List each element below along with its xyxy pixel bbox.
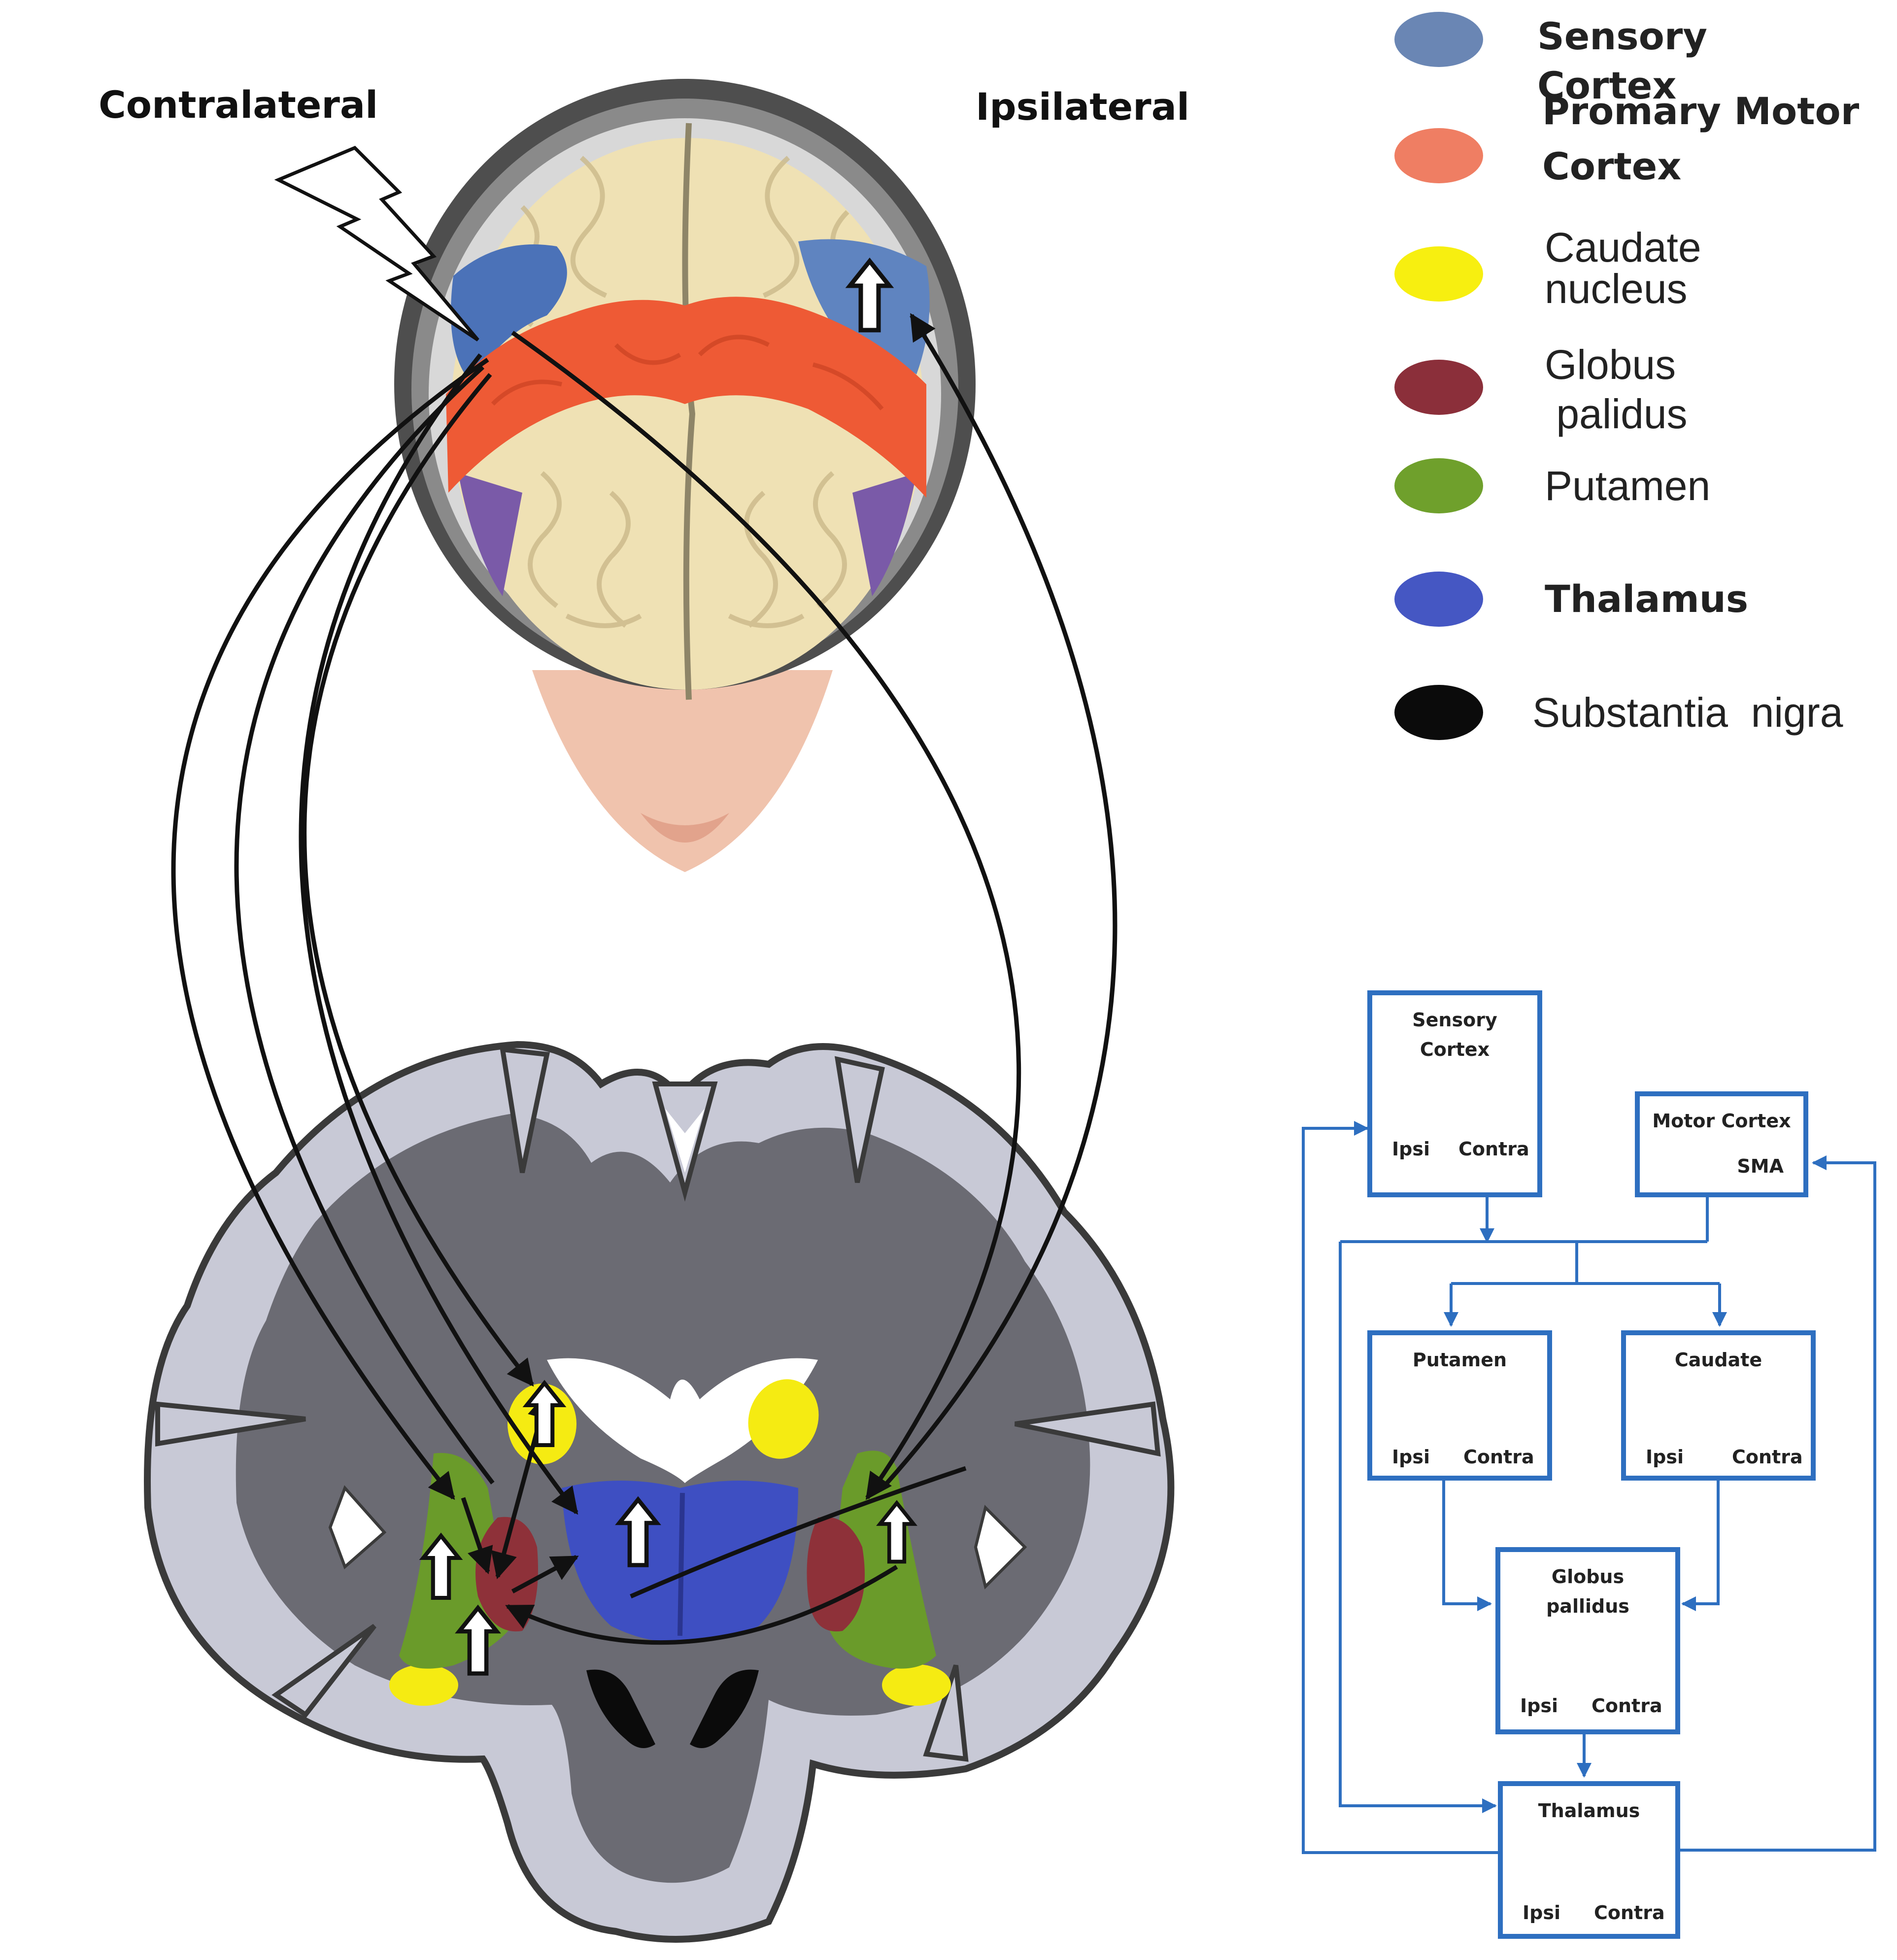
- flow-contra-label: Contra: [1732, 1446, 1803, 1468]
- cerebral-cortex: [451, 138, 924, 690]
- sensory-cortex-left: [451, 244, 567, 384]
- lateral-ventricles: [547, 1358, 818, 1483]
- flow-contra-label: Contra: [1463, 1446, 1534, 1468]
- flow-box-thalamus: Thalamus Ipsi Contra: [1498, 1781, 1680, 1939]
- caudate-right: [748, 1379, 819, 1459]
- legend-label: Promary Motor Cortex: [1542, 89, 1860, 188]
- flow-title: Thalamus: [1538, 1800, 1640, 1822]
- legend-label: Substantia nigra: [1532, 689, 1843, 736]
- flow-ipsi-label: Ipsi: [1520, 1695, 1558, 1717]
- flow-title: Caudate: [1674, 1349, 1762, 1371]
- flow-title: Sensory Cortex: [1412, 1009, 1497, 1060]
- flow-contra-label: Contra: [1592, 1695, 1662, 1717]
- flow-title: Motor Cortex: [1652, 1110, 1791, 1132]
- legend-swatch: [1394, 685, 1483, 740]
- legend-label: Caudate nucleus: [1545, 224, 1701, 312]
- flow-title: Globus pallidus: [1546, 1566, 1629, 1617]
- flow-ipsi-label: Ipsi: [1646, 1446, 1684, 1468]
- legend-swatch: [1394, 572, 1483, 627]
- flow-sma-label: SMA: [1737, 1155, 1784, 1177]
- ipsilateral-label: Ipsilateral: [976, 85, 1189, 129]
- flow-contra-label: Contra: [1594, 1902, 1665, 1924]
- head-top-view: [394, 79, 976, 872]
- flow-title: Putamen: [1412, 1349, 1507, 1371]
- legend-swatch: [1394, 246, 1483, 302]
- nose: [641, 813, 729, 843]
- legend-label: Sensory Cortex: [1537, 14, 1707, 107]
- flow-box-putamen: Putamen Ipsi Contra: [1367, 1330, 1552, 1481]
- globus-pallidus-right: [807, 1517, 865, 1632]
- flow-contra-label: Contra: [1458, 1138, 1529, 1160]
- legend-label: Putamen: [1545, 463, 1711, 509]
- primary-motor-cortex: [446, 297, 926, 498]
- legend-swatch: [1394, 360, 1483, 415]
- face: [532, 670, 833, 872]
- flow-ipsi-label: Ipsi: [1392, 1138, 1430, 1160]
- flow-box-motor-cortex: Motor Cortex SMA: [1635, 1091, 1808, 1197]
- substantia-nigra-right: [690, 1669, 759, 1748]
- flow-box-caudate: Caudate Ipsi Contra: [1621, 1330, 1816, 1481]
- legend-swatch: [1394, 458, 1483, 513]
- legend-swatch: [1394, 12, 1483, 67]
- lightning-bolt-icon: [274, 145, 479, 341]
- flow-box-sensory-cortex: Sensory Cortex Ipsi Contra: [1367, 990, 1542, 1197]
- pathway-arrows: [171, 313, 1118, 1645]
- substantia-nigra-left: [586, 1669, 655, 1748]
- coronal-section: [144, 1041, 1175, 1943]
- legend-label: Globus palidus: [1545, 341, 1688, 437]
- flowchart-connectors: [1302, 1121, 1876, 1854]
- legend-label: Thalamus: [1545, 577, 1749, 621]
- longitudinal-fissure: [682, 123, 696, 700]
- flow-ipsi-label: Ipsi: [1523, 1902, 1560, 1924]
- contralateral-label: Contralateral: [99, 83, 378, 127]
- flow-box-globus-pallidus: Globus pallidus Ipsi Contra: [1495, 1547, 1680, 1734]
- legend-swatch: [1394, 128, 1483, 183]
- flow-ipsi-label: Ipsi: [1392, 1446, 1430, 1468]
